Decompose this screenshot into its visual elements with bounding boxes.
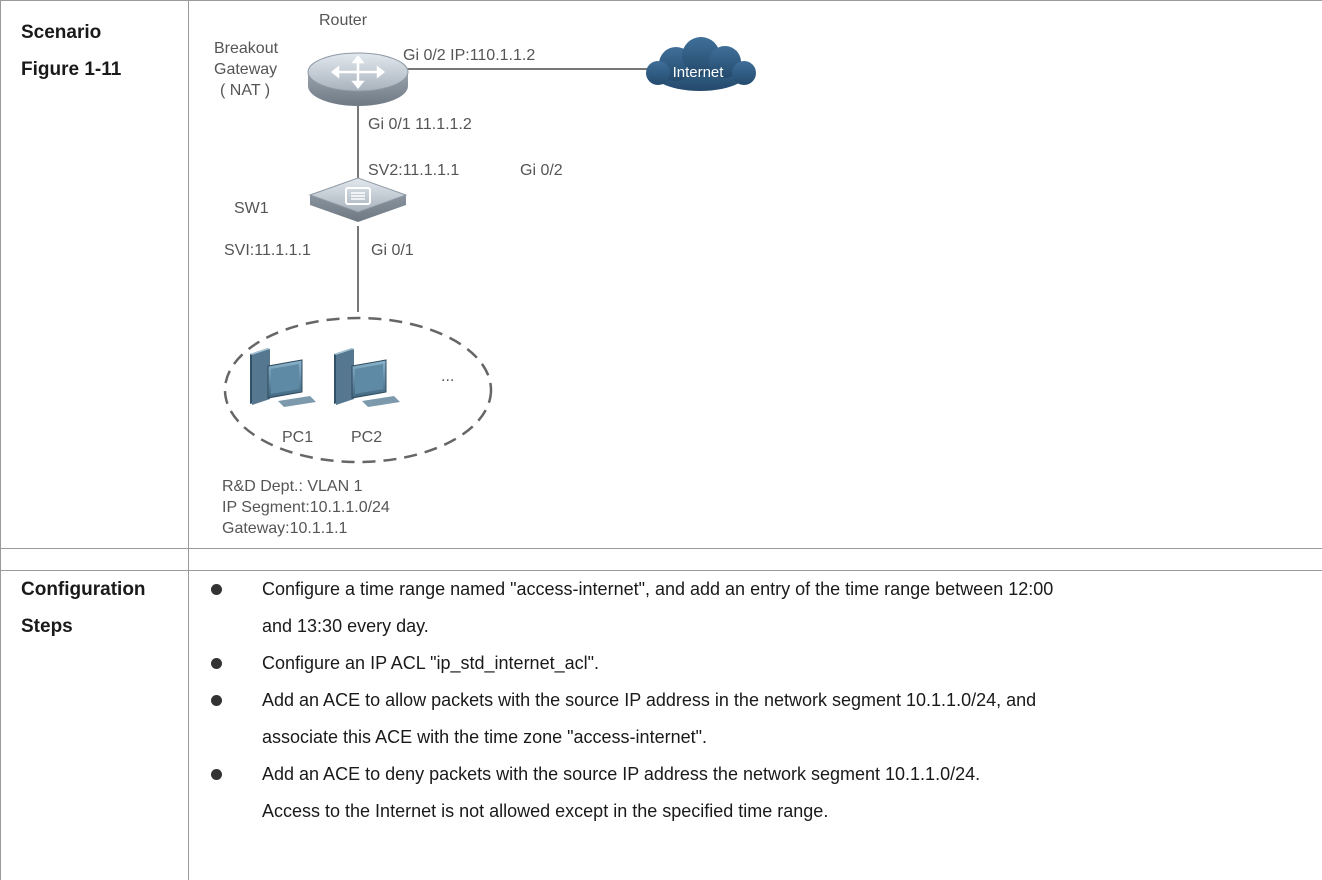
step-text: Add an ACE to allow packets with the sou… <box>262 690 1037 710</box>
step-item: Add an ACE to allow packets with the sou… <box>198 682 1322 756</box>
svi-label: SVI:11.1.1.1 <box>224 242 311 259</box>
gateway-label: Breakout <box>214 40 279 57</box>
step-text: Add an ACE to deny packets with the sour… <box>262 764 981 784</box>
sw1-gi02-label: Gi 0/2 <box>520 162 563 179</box>
pc1-label: PC1 <box>282 429 313 446</box>
ip-segment-label: IP Segment:10.1.1.0/24 <box>222 499 390 516</box>
steps-label-line: Steps <box>21 616 73 637</box>
step-item: Configure a time range named "access-int… <box>198 571 1322 645</box>
scenario-label: Scenario Figure 1-11 <box>21 14 121 88</box>
pc1-icon <box>250 348 316 407</box>
sw1-label: SW1 <box>234 200 269 217</box>
table-border-top <box>0 0 1322 1</box>
bullet-icon <box>211 769 222 780</box>
router-gi02-label: Gi 0/2 IP:110.1.1.2 <box>403 47 535 64</box>
router-icon <box>307 52 409 106</box>
vlan-group-boundary <box>223 316 493 464</box>
step-text: Configure a time range named "access-int… <box>262 579 1054 599</box>
dept-vlan-label: R&D Dept.: VLAN 1 <box>222 478 363 495</box>
bullet-icon <box>211 695 222 706</box>
switch-icon <box>308 177 408 222</box>
figure-number: Figure 1-11 <box>21 59 122 80</box>
table-border-left <box>0 0 1 880</box>
step-text: Access to the Internet is not allowed ex… <box>262 801 829 821</box>
pc2-icon <box>334 348 400 407</box>
router-gi01-label: Gi 0/1 11.1.1.2 <box>368 116 472 133</box>
pc2-label: PC2 <box>351 429 382 446</box>
router-label: Router <box>319 12 368 29</box>
step-item: Configure an IP ACL "ip_std_internet_acl… <box>198 645 1322 682</box>
configuration-label-line: Configuration <box>21 579 146 600</box>
gateway-label: Gateway <box>214 61 277 78</box>
internet-cloud-icon <box>646 37 756 91</box>
pc-ellipsis: ... <box>441 368 454 385</box>
scenario-label-line: Scenario <box>21 22 102 43</box>
gateway-ip-label: Gateway:10.1.1.1 <box>222 520 348 537</box>
table-row-divider <box>0 570 1322 571</box>
sw1-gi01-label: Gi 0/1 <box>371 242 414 259</box>
bullet-icon <box>211 658 222 669</box>
configuration-steps-list: Configure a time range named "access-int… <box>198 571 1322 830</box>
network-topology-diagram: Internet <box>214 12 756 537</box>
table-row-divider <box>0 548 1322 549</box>
step-text: associate this ACE with the time zone "a… <box>262 727 707 747</box>
sv2-label: SV2:11.1.1.1 <box>368 162 459 179</box>
table-column-divider <box>188 0 189 880</box>
step-text: and 13:30 every day. <box>262 616 429 636</box>
configuration-steps-label: Configuration Steps <box>21 571 146 645</box>
step-text: Configure an IP ACL "ip_std_internet_acl… <box>262 653 599 673</box>
step-item: Add an ACE to deny packets with the sour… <box>198 756 1322 830</box>
internet-label: Internet <box>673 64 725 81</box>
bullet-icon <box>211 584 222 595</box>
gateway-label: ( NAT ) <box>220 82 270 99</box>
